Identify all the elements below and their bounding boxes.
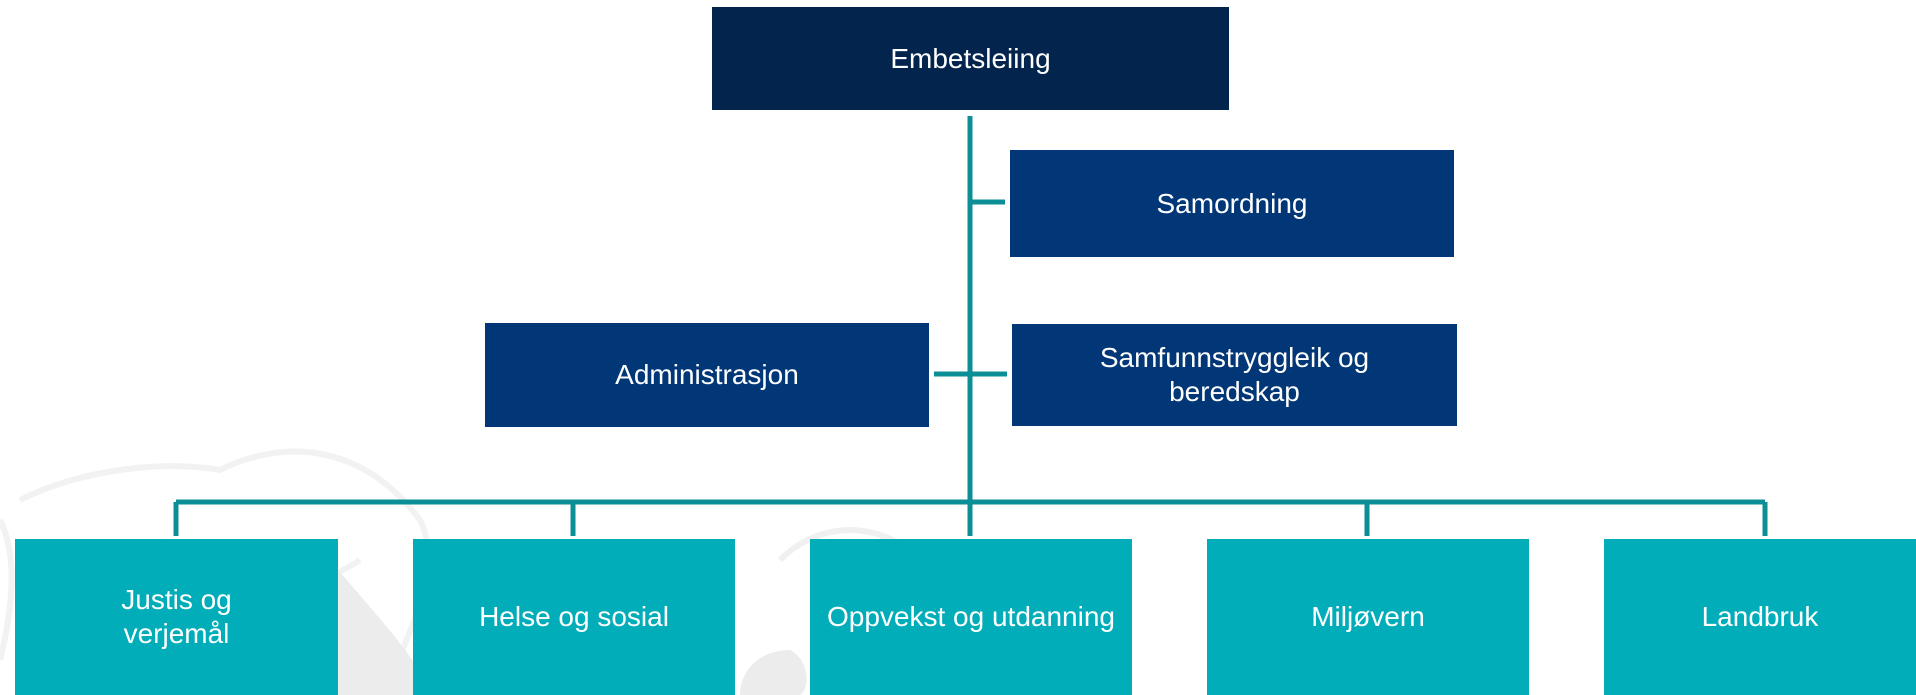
landbruk-label: Landbruk [1701, 601, 1819, 633]
samfunnstryggleik-box: Samfunnstryggleik og beredskap [1012, 324, 1457, 426]
embetsleiing-label: Embetsleiing [890, 42, 1051, 74]
embetsleiing-box: Embetsleiing [712, 7, 1229, 110]
administrasjon-label: Administrasjon [615, 359, 799, 391]
oppvekst-label: Oppvekst og utdanning [827, 601, 1115, 633]
justis-label: Justis og verjemål [121, 584, 232, 649]
landbruk-box: Landbruk [1604, 539, 1916, 695]
justis-box: Justis og verjemål [15, 539, 338, 695]
helse-label: Helse og sosial [479, 601, 669, 633]
administrasjon-box: Administrasjon [485, 323, 929, 427]
samordning-box: Samordning [1010, 150, 1454, 257]
helse-box: Helse og sosial [413, 539, 735, 695]
miljovern-label: Miljøvern [1311, 601, 1425, 633]
samfunnstryggleik-label: Samfunnstryggleik og beredskap [1099, 342, 1370, 407]
miljovern-box: Miljøvern [1207, 539, 1529, 695]
samordning-label: Samordning [1156, 187, 1308, 219]
oppvekst-box: Oppvekst og utdanning [810, 539, 1132, 695]
